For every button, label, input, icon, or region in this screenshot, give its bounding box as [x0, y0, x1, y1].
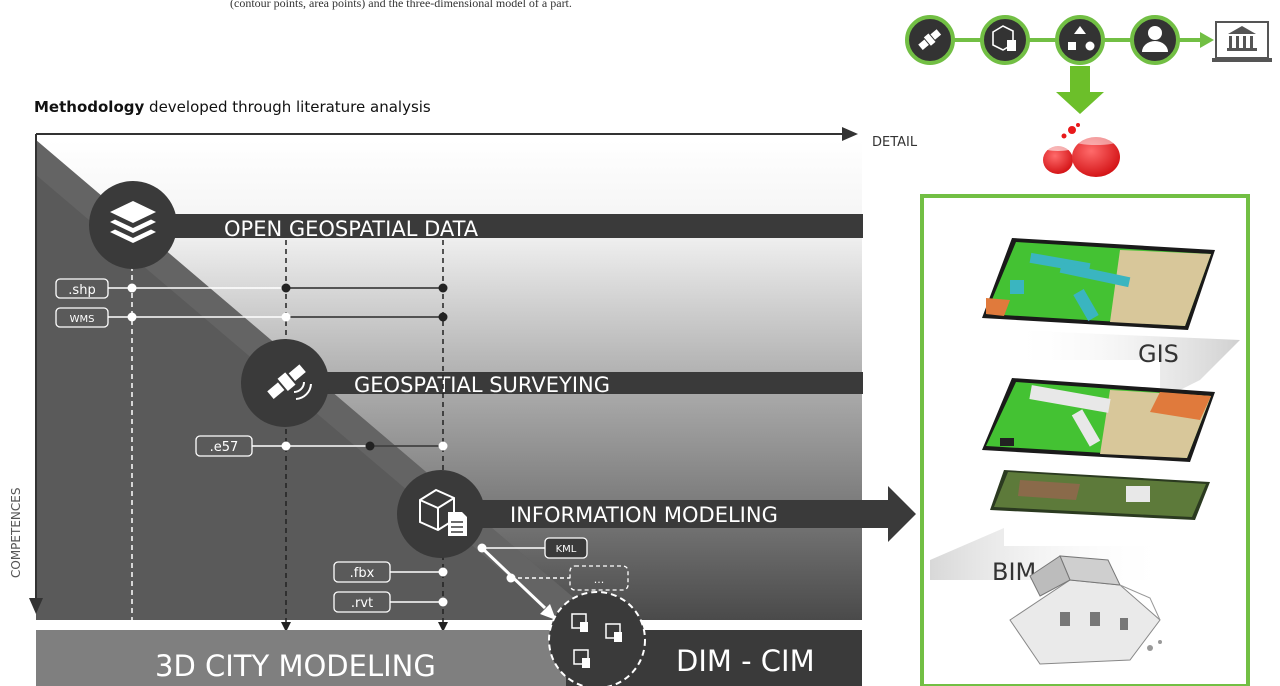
gis-map-layer — [982, 238, 1215, 330]
gis-label: GIS — [1138, 340, 1179, 368]
bim-label: BIM — [992, 558, 1036, 586]
format-kml: KML — [544, 537, 588, 559]
workflow-institution-icon — [1212, 21, 1272, 62]
band-label-geospatial-surveying: GEOSPATIAL SURVEYING — [354, 373, 610, 397]
red-bowls-icon — [1043, 123, 1120, 177]
format-fbx-label: .fbx — [350, 566, 375, 581]
format-wms-label: WMS — [70, 314, 95, 325]
bottom-label-3d-city: 3D CITY MODELING — [155, 649, 436, 683]
workflow-process-icon — [1055, 15, 1105, 65]
bim-building-model — [1009, 555, 1162, 665]
methodology-bold: Methodology — [34, 98, 145, 116]
layers-icon — [89, 181, 177, 269]
detail-axis-label: DETAIL — [872, 135, 918, 150]
bim-over-gis-layer — [982, 378, 1215, 462]
band-label-information-modeling: INFORMATION MODELING — [510, 503, 778, 527]
format-wms: WMS — [55, 307, 109, 328]
workflow-cube-document-icon — [980, 15, 1030, 65]
format-rvt-label: .rvt — [351, 596, 373, 611]
workflow-satellite-icon — [905, 15, 955, 65]
bottom-label-dim-cim: DIM - CIM — [676, 644, 815, 678]
workflow-user-icon — [1130, 15, 1180, 65]
gis-arrow — [1010, 330, 1240, 400]
band-geospatial-surveying — [300, 372, 863, 394]
orthophoto-layer — [990, 470, 1210, 520]
methodology-subtitle: developed through literature analysis — [149, 98, 431, 116]
multi-model-icon — [548, 591, 646, 686]
satellite-icon — [241, 339, 329, 427]
band-label-open-geospatial: OPEN GEOSPATIAL DATA — [224, 217, 479, 241]
format-fbx: .fbx — [333, 561, 391, 583]
connector-dots — [127, 283, 448, 607]
format-ellipsis-label: ... — [594, 573, 605, 586]
bottom-band-3d-city — [36, 630, 566, 686]
cube-document-icon — [397, 470, 485, 558]
competences-axis-label: COMPETENCES — [9, 488, 23, 578]
band-information-modeling — [440, 486, 916, 542]
format-e57: .e57 — [195, 435, 253, 457]
format-shp-label: .shp — [68, 283, 95, 298]
top-caption-fragment: (contour points, area points) and the th… — [230, 0, 572, 10]
format-shp: .shp — [55, 278, 109, 299]
format-kml-label: KML — [556, 544, 577, 555]
band-open-geospatial — [150, 214, 863, 238]
format-e57-label: .e57 — [210, 440, 239, 455]
workflow-down-arrow — [1056, 66, 1104, 114]
format-ellipsis: ... — [569, 565, 629, 591]
format-rvt: .rvt — [333, 591, 391, 613]
methodology-title: Methodology developed through literature… — [34, 98, 431, 116]
